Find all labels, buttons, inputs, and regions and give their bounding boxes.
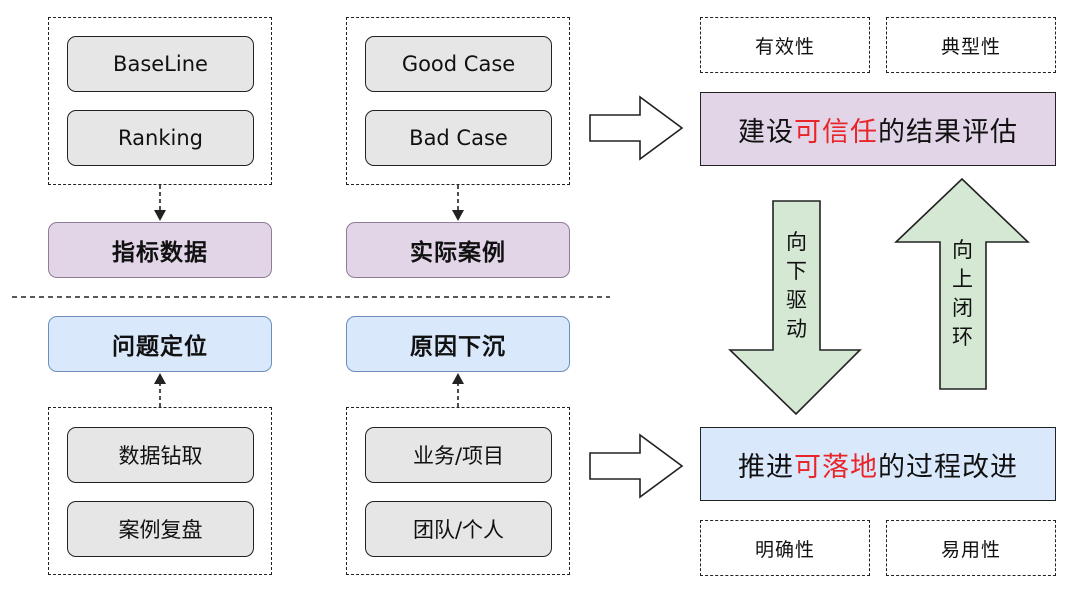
connector-head xyxy=(452,373,464,384)
data-drill-box: 数据钻取 xyxy=(67,427,254,483)
result-text-highlight: 可落地 xyxy=(794,451,878,483)
case-review-box: 案例复盘 xyxy=(67,501,254,557)
result-text-pre: 推进 xyxy=(738,451,794,483)
close-loop-char: 闭 xyxy=(952,296,973,320)
up-arrow-shape xyxy=(894,177,1030,390)
bad-case-box: Bad Case xyxy=(365,110,552,166)
result-text-post: 的过程改进 xyxy=(878,451,1018,483)
business-project-label: 业务/项目 xyxy=(412,444,505,468)
right-arrow-bottom xyxy=(589,433,684,499)
good-case-box: Good Case xyxy=(365,36,552,92)
team-individual-box: 团队/个人 xyxy=(365,501,552,557)
tag-usability: 易用性 xyxy=(886,520,1056,576)
connector-head xyxy=(452,210,464,221)
cause-sink-label: 原因下沉 xyxy=(410,334,506,360)
case-review-label: 案例复盘 xyxy=(118,518,203,542)
scope-group xyxy=(346,407,570,575)
trusted-evaluation-box: 建设可信任的结果评估 xyxy=(700,92,1056,166)
tag-usability-label: 易用性 xyxy=(940,538,1001,561)
tag-effectiveness-label: 有效性 xyxy=(754,35,815,58)
result-text-pre: 建设 xyxy=(738,116,794,148)
close-loop-up-text: 向 上 闭 环 xyxy=(941,236,984,352)
ranking-label: Ranking xyxy=(118,126,203,150)
right-arrow-top xyxy=(589,95,684,161)
drive-down-char: 驱 xyxy=(786,288,807,312)
drive-down-text: 向 下 驱 动 xyxy=(775,228,818,344)
tag-clarity-label: 明确性 xyxy=(754,538,815,561)
metrics-data-box: 指标数据 xyxy=(48,222,272,278)
bad-case-label: Bad Case xyxy=(409,126,508,150)
tag-typicality: 典型性 xyxy=(886,17,1056,73)
drive-down-char: 向 xyxy=(786,230,807,254)
drill-group xyxy=(48,407,272,575)
drive-down-char: 下 xyxy=(786,259,807,283)
tag-clarity: 明确性 xyxy=(700,520,870,576)
data-drill-label: 数据钻取 xyxy=(118,444,203,468)
tag-typicality-label: 典型性 xyxy=(940,35,1001,58)
close-loop-char: 向 xyxy=(952,238,973,262)
real-cases-label: 实际案例 xyxy=(410,240,506,266)
business-project-box: 业务/项目 xyxy=(365,427,552,483)
team-individual-label: 团队/个人 xyxy=(412,518,505,542)
good-case-label: Good Case xyxy=(401,52,516,76)
case-group xyxy=(346,17,570,185)
result-text-post: 的结果评估 xyxy=(878,116,1018,148)
ranking-box: Ranking xyxy=(67,110,254,166)
drive-down-char: 动 xyxy=(786,317,807,341)
connector-head xyxy=(154,373,166,384)
tag-effectiveness: 有效性 xyxy=(700,17,870,73)
metrics-data-label: 指标数据 xyxy=(112,240,208,266)
close-loop-char: 上 xyxy=(952,267,973,291)
baseline-group xyxy=(48,17,272,185)
close-loop-char: 环 xyxy=(952,325,973,349)
baseline-label: BaseLine xyxy=(113,52,208,76)
baseline-box: BaseLine xyxy=(67,36,254,92)
cause-sink-box: 原因下沉 xyxy=(346,316,570,372)
down-arrow-shape xyxy=(728,200,862,416)
problem-locate-box: 问题定位 xyxy=(48,316,272,372)
actionable-improvement-box: 推进可落地的过程改进 xyxy=(700,427,1056,501)
connector-head xyxy=(154,210,166,221)
problem-locate-label: 问题定位 xyxy=(112,334,208,360)
real-cases-box: 实际案例 xyxy=(346,222,570,278)
result-text-highlight: 可信任 xyxy=(794,116,878,148)
